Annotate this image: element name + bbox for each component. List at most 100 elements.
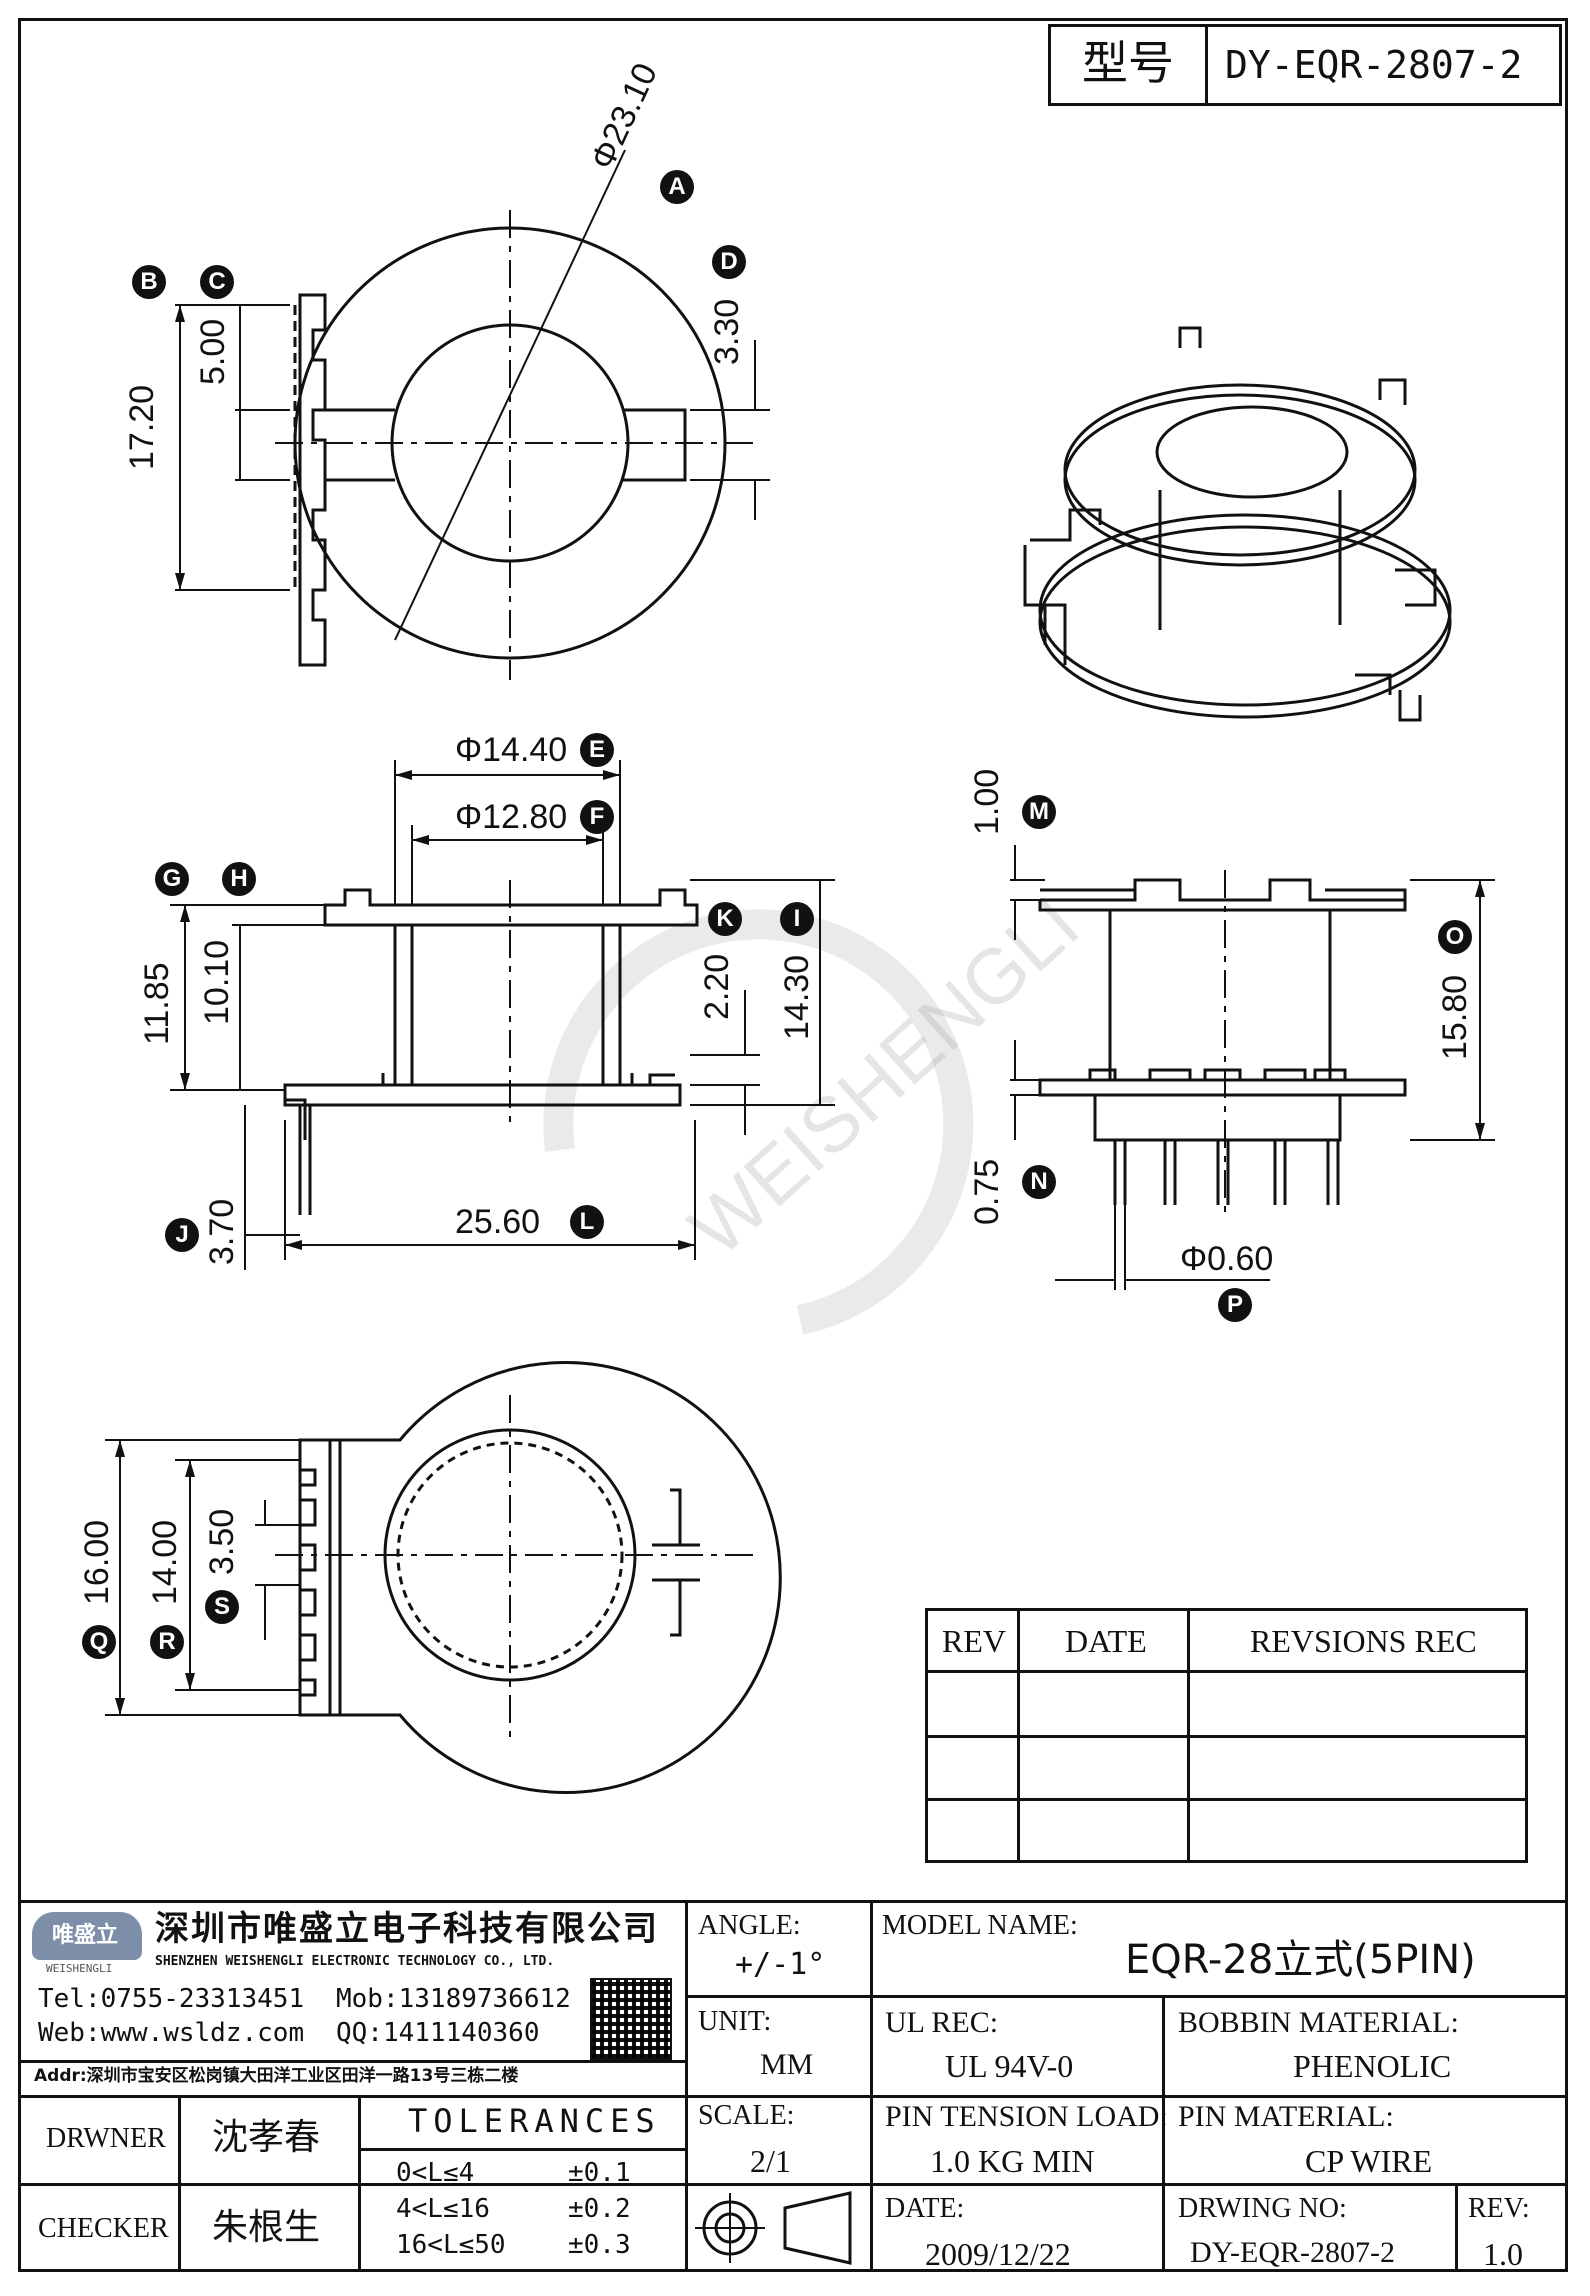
unit-label: UNIT: — [698, 2006, 772, 2037]
angle-label: ANGLE: — [698, 1910, 801, 1941]
signature-col-1 — [178, 2095, 181, 2272]
scale-label: SCALE: — [698, 2100, 795, 2131]
pin-tension-label: PIN TENSION LOAD: — [885, 2100, 1168, 2133]
callout-K: K — [708, 902, 742, 936]
pin-material-label: PIN MATERIAL: — [1178, 2100, 1394, 2133]
tolerance-range-2: 4<L≤16 — [396, 2194, 490, 2224]
callout-O: O — [1438, 920, 1472, 954]
checker-label: CHECKER — [38, 2213, 169, 2244]
signature-col-2 — [358, 2095, 361, 2272]
dim-F: Φ12.80 — [455, 798, 568, 836]
dim-bc-outer: 17.20 — [123, 384, 161, 470]
company-name-en: SHENZHEN WEISHENGLI ELECTRONIC TECHNOLOG… — [155, 1954, 555, 1969]
address-divider — [18, 2060, 685, 2063]
pin-material-value: CP WIRE — [1305, 2143, 1433, 2179]
rev-header-date: DATE — [1065, 1623, 1147, 1659]
tolerance-range-1: 0<L≤4 — [396, 2158, 475, 2188]
angle-value: +/-1° — [735, 1947, 826, 1982]
callout-D: D — [712, 245, 746, 279]
dim-M: 1.00 — [968, 768, 1006, 835]
company-qq: QQ:1411140360 — [336, 2018, 540, 2048]
qr-code — [590, 1978, 672, 2060]
rev-row-divider-2 — [925, 1735, 1528, 1738]
callout-B: B — [132, 265, 166, 299]
callout-M: M — [1022, 795, 1056, 829]
model-code: DY-EQR-2807-2 — [1225, 43, 1523, 87]
ul-rec-value: UL 94V-0 — [945, 2048, 1074, 2084]
grid-row-1 — [685, 1995, 1568, 1998]
drawer-label: DRWNER — [46, 2123, 166, 2154]
ul-rec-label: UL REC: — [885, 2006, 999, 2039]
tolerances-divider — [358, 2148, 685, 2151]
callout-H: H — [222, 862, 256, 896]
side-view — [283, 888, 699, 1215]
tolerances-label: TOLERANCES — [408, 2102, 661, 2140]
callout-L: L — [570, 1205, 604, 1239]
callout-Q: Q — [82, 1625, 116, 1659]
callout-I: I — [780, 902, 814, 936]
company-logo — [32, 1912, 142, 1960]
bottom-view — [298, 1361, 782, 1794]
dim-bc-inner: 5.00 — [194, 318, 232, 385]
isometric-view — [1023, 326, 1452, 722]
drawer-value: 沈孝春 — [212, 2117, 321, 2158]
signature-mid — [18, 2183, 685, 2186]
company-name-cn: 深圳市唯盛立电子科技有限公司 — [155, 1909, 659, 1949]
company-tel: Tel:0755-23313451 — [38, 1984, 305, 2014]
dim-L: 25.60 — [455, 1203, 541, 1241]
date-value: 2009/12/22 — [925, 2236, 1071, 2272]
rev-value: 1.0 — [1483, 2236, 1523, 2272]
company-web: Web:www.wsldz.com — [38, 2018, 305, 2048]
drawing-no-value: DY-EQR-2807-2 — [1190, 2236, 1395, 2269]
grid-row-2 — [685, 2095, 1568, 2098]
rev-label: REV: — [1468, 2193, 1530, 2224]
technical-drawing: WEISHENGLI — [105, 149, 1495, 1794]
bobbin-material-label: BOBBIN MATERIAL: — [1178, 2006, 1459, 2039]
date-label: DATE: — [885, 2193, 965, 2224]
dim-R: 14.00 — [146, 1519, 184, 1605]
company-mob: Mob:13189736612 — [336, 1984, 571, 2014]
front-view — [1038, 878, 1407, 1205]
callout-F: F — [580, 800, 614, 834]
pin-tension-value: 1.0 KG MIN — [930, 2143, 1095, 2179]
dim-J: 3.70 — [203, 1198, 241, 1265]
tolerance-range-3: 16<L≤50 — [396, 2230, 506, 2260]
dim-H: 10.10 — [198, 939, 236, 1025]
model-header-divider — [1205, 24, 1208, 106]
callout-E: E — [580, 733, 614, 767]
model-header-box — [1048, 24, 1562, 106]
tolerance-value-3: ±0.3 — [568, 2230, 631, 2260]
grid-col-angle — [870, 1900, 873, 2272]
callout-A: A — [660, 170, 694, 204]
dim-G: 11.85 — [138, 962, 176, 1045]
company-logo-sub: WEISHENGLI — [46, 1962, 113, 1975]
rev-header-revisions: REVSIONS REC — [1250, 1623, 1477, 1659]
model-name-value: EQR-28立式(5PIN) — [1125, 1937, 1476, 1983]
callout-J: J — [165, 1218, 199, 1252]
dim-Q: 16.00 — [78, 1519, 116, 1605]
company-logo-text: 唯盛立 — [52, 1923, 119, 1948]
dim-P: Φ0.60 — [1180, 1240, 1274, 1278]
rev-row-divider-3 — [925, 1798, 1528, 1801]
checker-value: 朱根生 — [212, 2207, 321, 2248]
dim-O: 15.80 — [1436, 974, 1474, 1060]
callout-R: R — [150, 1625, 184, 1659]
drawing-no-label: DRWING NO: — [1178, 2193, 1347, 2224]
rev-header-rev: REV — [942, 1623, 1006, 1659]
dim-I: 14.30 — [778, 954, 816, 1040]
rev-row-divider-1 — [925, 1670, 1528, 1673]
company-address: Addr:深圳市宝安区松岗镇大田洋工业区田洋一路13号三栋二楼 — [34, 2066, 519, 2086]
dim-S: 3.50 — [203, 1508, 241, 1575]
dim-K: 2.20 — [698, 953, 736, 1020]
tolerance-value-2: ±0.2 — [568, 2194, 631, 2224]
callout-C: C — [200, 265, 234, 299]
title-block-top — [18, 1900, 1568, 1903]
company-right-border — [685, 1900, 688, 2272]
type-label: 型号 — [1082, 36, 1174, 90]
callout-N: N — [1022, 1165, 1056, 1199]
callout-G: G — [155, 862, 189, 896]
dim-E: Φ14.40 — [455, 731, 568, 769]
grid-row-3 — [685, 2183, 1568, 2186]
unit-value: MM — [760, 2048, 814, 2081]
dim-N: 0.75 — [968, 1158, 1006, 1225]
